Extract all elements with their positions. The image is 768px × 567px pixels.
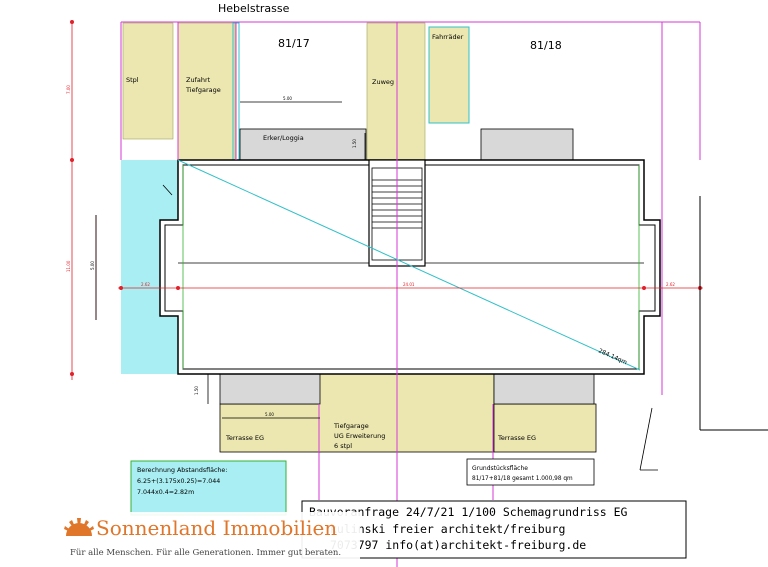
magenta-lines	[120, 21, 701, 567]
label-terrasse-right: Terrasse EG	[497, 434, 536, 442]
parcel-left: 81/17	[278, 37, 310, 50]
calc-title: Berechnung Abstandsfläche:	[137, 467, 227, 474]
dim-700: 7.00	[66, 85, 71, 94]
area-tiefgarage	[318, 369, 495, 453]
brand-name: Sonnenland Immobilien	[96, 516, 338, 540]
label-zufahrt-1: Zufahrt	[186, 76, 211, 84]
sun-icon	[64, 518, 94, 536]
label-erker: Erker/Loggia	[263, 134, 304, 142]
dim-262-left: 2.62	[141, 282, 150, 287]
dim-262-right: 2.62	[666, 282, 675, 287]
plot-line1: 81/17+81/18 gesamt 1.000,98 qm	[472, 476, 573, 482]
dim-500-left: 5.00	[90, 261, 95, 270]
area-zufahrt	[177, 22, 236, 161]
title-line2: kulinski freier architekt/freiburg	[330, 522, 565, 536]
parcel-right: 81/18	[530, 39, 562, 52]
label-terrasse-left: Terrasse EG	[225, 434, 264, 442]
label-tiefgarage-1: Tiefgarage	[333, 422, 369, 430]
dim-1100: 11.00	[66, 260, 71, 272]
dim-150-top: 1.50	[352, 139, 357, 148]
dim-150-bottom: 1.50	[194, 386, 199, 395]
label-zufahrt-2: Tiefgarage	[185, 86, 221, 94]
dim-2401: 24.01	[403, 282, 415, 287]
area-stpl	[122, 22, 174, 140]
label-fahrraeder: Fahrräder	[432, 33, 464, 41]
plot-box	[466, 458, 595, 486]
calc-line1: 6.25+(3.175x0.25)=7.044	[137, 478, 220, 485]
erker-loggia	[239, 128, 367, 161]
calc-line2: 7.044x0.4=2.82m	[137, 489, 194, 496]
watermark-logo: Sonnenland Immobilien Für alle Menschen.…	[60, 512, 360, 564]
area-terrasse-right	[493, 403, 597, 453]
dim-500-bottom: 5.00	[265, 412, 274, 417]
area-zuweg	[366, 22, 426, 161]
title-line3: 7073797 info(at)architekt-freiburg.de	[330, 538, 586, 552]
label-stpl: Stpl	[126, 76, 139, 84]
title-block	[301, 500, 687, 559]
title-line1: Bauvoranfrage 24/7/21 1/100 Schemagrundr…	[309, 505, 628, 519]
dim-500-top: 5.00	[283, 96, 292, 101]
brand-slogan: Für alle Menschen. Für alle Generationen…	[70, 548, 342, 558]
diagonal-line	[177, 159, 641, 371]
label-tiefgarage-2: UG Erweiterung	[334, 432, 385, 440]
erker-right	[480, 128, 574, 161]
label-tiefgarage-3: 6 stpl	[334, 442, 352, 450]
area-fahrraeder	[428, 26, 470, 124]
street-label: Hebelstrasse	[218, 2, 290, 15]
label-zuweg: Zuweg	[372, 78, 394, 86]
plot-title: Grundstücksfläche	[472, 465, 528, 472]
area-terrasse-left	[219, 403, 321, 453]
